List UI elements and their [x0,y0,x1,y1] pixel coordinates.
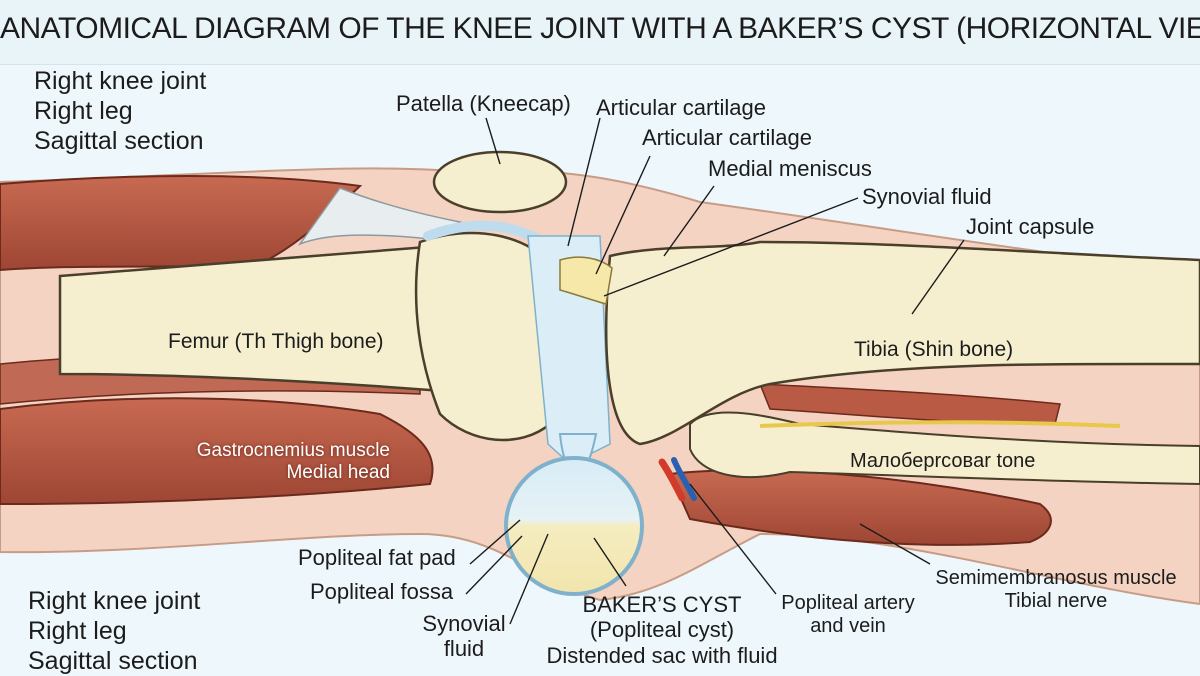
caption-line-2: Right leg [28,617,127,645]
leader-fat-pad [469,519,521,565]
label-joint-capsule: Joint capsule [966,214,1095,239]
leader-artery [689,483,777,595]
leader-lines [465,117,965,625]
popliteal-artery [658,458,686,502]
label-synovial: Synovial fluid [414,611,514,662]
leader-cartilage-2 [595,155,651,275]
caption-line-1: Right knee joint [28,587,201,615]
leader-synovial [509,533,549,625]
label-popliteal-artery: Popliteal artery and vein [770,592,926,638]
label-bakers-cyst: BAKER’S CYST (Popliteal cyst) Distended … [540,592,784,668]
label-fibula: Малоберrсовar tone [850,450,1036,472]
label-articular-cartilage-1: Articular cartilage [596,95,766,120]
soleus-muscle [758,383,1061,425]
page-title: ANATOMICAL DIAGRAM OF THE KNEE JOINT WIT… [0,12,1200,45]
leader-fossa [465,535,523,595]
semimembranosus-line: Semimembranosus muscle [935,567,1177,589]
top-left-caption: Right knee joint Right leg Sagittal sect… [34,66,206,156]
bottom-left-caption: Right knee joint Right leg Sagittal sect… [28,586,200,676]
caption-line-3: Sagittal section [34,127,204,155]
tibia [605,240,1200,446]
label-popliteal-fat-pad: Popliteal fat pad [298,545,456,570]
label-medial-meniscus: Medial meniscus [708,156,872,181]
label-semimembranosus: Semimembranosus muscle Tibial nerve [918,567,1194,613]
label-articular-cartilage-2: Articular cartilage [642,125,812,150]
bakers-cyst [504,456,644,596]
patella [432,150,568,214]
tibial-nerve [759,420,1121,428]
leader-joint-capsule [911,239,965,315]
knee-illustration [0,117,1200,625]
label-gastrocnemius: Gastrocnemius muscle Medial head [180,440,390,484]
synovial-line-1: Synovial [422,611,506,636]
label-tibia: Tibia (Shin bone) [854,338,1014,361]
leader-cyst [593,537,627,587]
leader-patella [485,117,501,165]
label-patella: Patella (Kneecap) [396,91,571,116]
gastrocnemius-line-2: Medial head [286,461,390,483]
leader-synovial-fluid [603,197,859,297]
popliteal-vein [671,457,697,501]
synovial-line-2: fluid [443,636,485,662]
caption-line-2: Right leg [34,97,133,125]
leader-meniscus [663,185,715,257]
leader-cartilage-1 [567,117,601,247]
artery-line-1: Popliteal artery [781,592,915,614]
leader-semimembranosus [859,523,931,565]
gastrocnemius-muscle [0,397,434,506]
artery-line-2: and vein [810,615,886,637]
caption-line-1: Right knee joint [34,67,207,95]
bakers-cyst-desc: Distended sac with fluid [546,642,778,668]
label-femur: Femur (Th Thigh bone) [168,330,384,353]
bakers-cyst-title: BAKER’S CYST [582,592,742,617]
bakers-cyst-subtitle: (Popliteal cyst) [589,617,735,643]
label-synovial-fluid: Synovial fluid [862,184,992,209]
label-popliteal-fossa: Popliteal fossa [310,579,454,604]
title-bar [0,0,1200,65]
caption-line-3: Sagittal section [28,647,198,675]
gastrocnemius-line-1: Gastrocnemius muscle [196,440,390,461]
tibial-nerve-line: Tibial nerve [1004,590,1108,612]
